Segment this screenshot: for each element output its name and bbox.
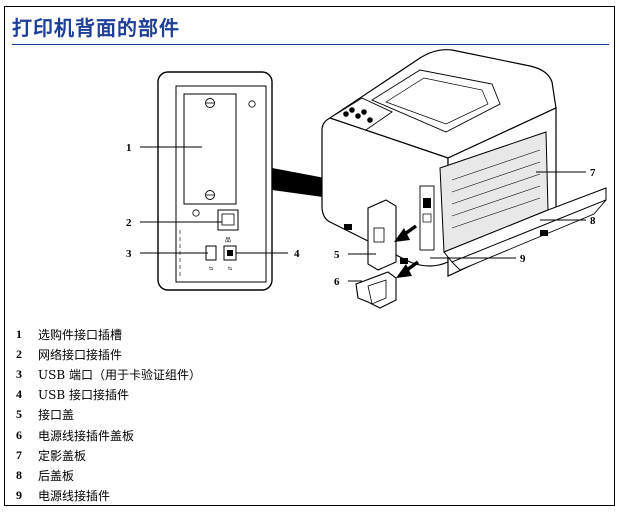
legend-item: 9 电源线接插件	[16, 486, 201, 506]
callout-1: 1	[126, 142, 132, 154]
interface-panel-detail: 品 ⇆ ⇆	[157, 71, 273, 291]
page-title: 打印机背面的部件	[12, 16, 180, 40]
callout-8: 8	[590, 215, 596, 227]
legend-text: 电源线接插件盖板	[38, 428, 135, 443]
legend-number: 5	[16, 407, 22, 422]
legend-text: 网络接口接插件	[38, 347, 123, 362]
interface-cover	[367, 199, 397, 271]
callout-6: 6	[334, 276, 340, 288]
legend-number: 9	[16, 488, 22, 503]
rear-cover	[443, 187, 607, 263]
legend-number: 7	[16, 447, 22, 462]
option-slot-plate	[183, 93, 237, 205]
legend-number: 1	[16, 326, 22, 341]
legend-item: 8 后盖板	[16, 465, 201, 485]
legend-item: 7 定影盖板	[16, 445, 201, 465]
legend-item: 2 网络接口接插件	[16, 344, 201, 364]
legend-number: 3	[16, 366, 22, 381]
callout-5: 5	[334, 249, 340, 261]
title-underline	[12, 44, 609, 45]
legend-text: 选购件接口插槽	[38, 327, 123, 342]
legend-text: 后盖板	[38, 468, 75, 483]
legend-text: 接口盖	[38, 408, 75, 423]
legend-item: 4 USB 接口接插件	[16, 385, 201, 405]
callout-9: 9	[520, 253, 526, 265]
legend-number: 8	[16, 467, 22, 482]
svg-text:⇆: ⇆	[209, 266, 213, 272]
legend-item: 3 USB 端口（用于卡验证组件）	[16, 364, 201, 384]
svg-text:品: 品	[225, 237, 231, 244]
parts-legend: 1 选购件接口插槽 2 网络接口接插件 3 USB 端口（用于卡验证组件） 4 …	[16, 324, 201, 506]
legend-text: USB 接口接插件	[38, 388, 129, 403]
callout-2: 2	[126, 217, 132, 229]
legend-text: USB 端口（用于卡验证组件）	[38, 367, 201, 382]
legend-number: 6	[16, 427, 22, 442]
legend-item: 6 电源线接插件盖板	[16, 425, 201, 445]
network-port	[217, 209, 239, 231]
legend-item: 1 选购件接口插槽	[16, 324, 201, 344]
legend-number: 2	[16, 346, 22, 361]
callout-3: 3	[126, 248, 132, 260]
legend-text: 电源线接插件	[38, 489, 111, 504]
svg-text:⇆: ⇆	[228, 266, 232, 272]
power-connector-cover	[355, 271, 397, 309]
removal-arrows	[394, 224, 420, 278]
callout-7: 7	[590, 167, 596, 179]
legend-number: 4	[16, 387, 22, 402]
callout-4: 4	[294, 248, 300, 260]
legend-text: 定影盖板	[38, 448, 87, 463]
leader-lines	[140, 146, 586, 282]
legend-item: 5 接口盖	[16, 405, 201, 425]
printer-body	[321, 49, 607, 277]
printer-rear-illustration: 品 ⇆ ⇆	[126, 49, 607, 309]
